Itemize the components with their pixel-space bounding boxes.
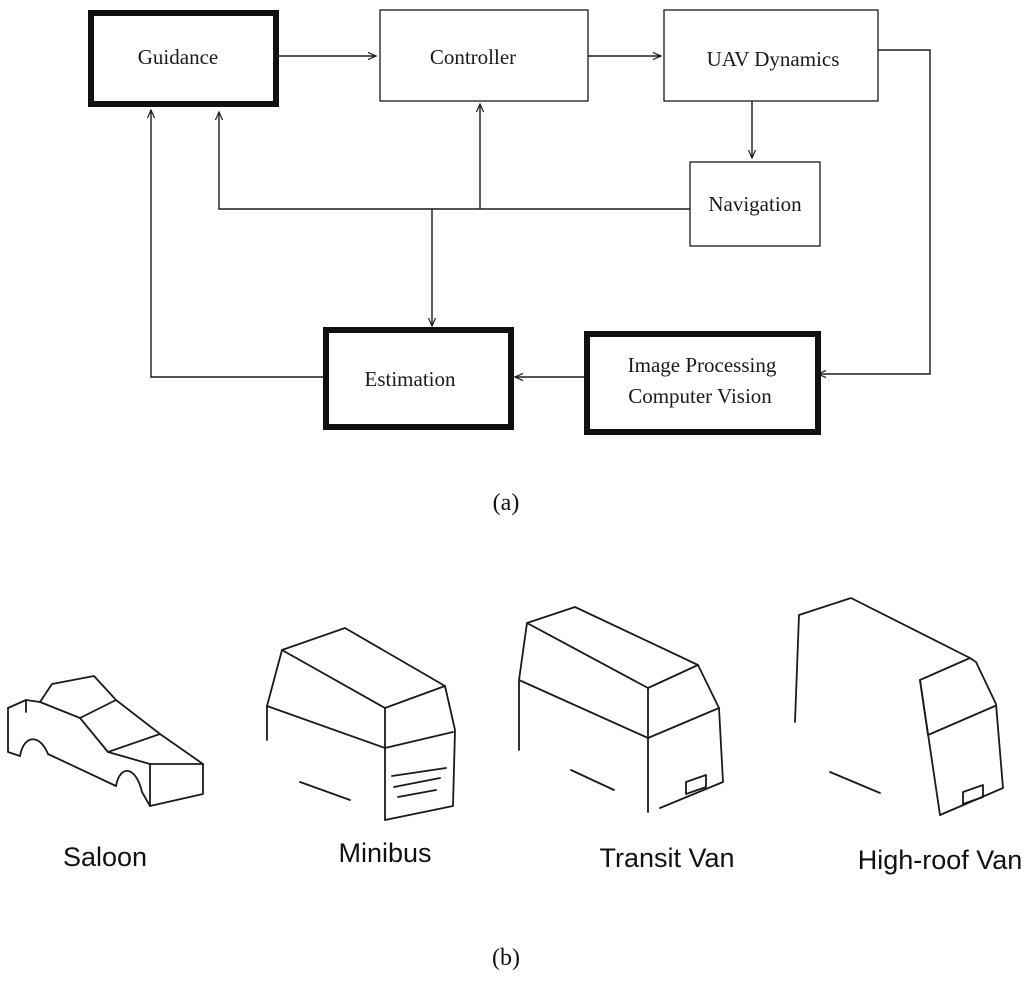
saloon-sketch <box>7 675 204 807</box>
high-roof-van-label: High-roof Van <box>858 845 1023 875</box>
caption-a: (a) <box>493 490 520 516</box>
minibus-sketch <box>266 627 456 821</box>
guidance-box <box>88 10 279 107</box>
block-diagram: Guidance Controller UAV Dynamics Navigat… <box>88 9 931 516</box>
connectors <box>151 49 931 378</box>
arrow-estimation-to-guidance <box>151 110 326 378</box>
uav-dynamics-box <box>663 9 879 102</box>
guidance-label: Guidance <box>138 45 218 69</box>
controller-label: Controller <box>430 45 516 69</box>
minibus-label: Minibus <box>338 838 431 868</box>
estimation-label: Estimation <box>365 367 456 391</box>
estimation-block: Estimation <box>323 327 514 430</box>
caption-b: (b) <box>492 945 520 971</box>
high-roof-van-sketch <box>794 597 1004 816</box>
guidance-block: Guidance <box>88 10 279 107</box>
vehicle-sketches: Saloon Minibus Transit Van High-roof Van… <box>7 597 1023 971</box>
transit-van-sketch <box>518 606 724 813</box>
navigation-feedback-bus <box>219 112 690 210</box>
estimation-box <box>323 327 514 430</box>
uav-dynamics-label: UAV Dynamics <box>707 47 840 71</box>
controller-box <box>379 9 589 102</box>
image-processing-label-line2: Computer Vision <box>628 384 772 408</box>
navigation-label: Navigation <box>708 192 802 216</box>
controller-block: Controller <box>379 9 589 102</box>
image-processing-block: Image Processing Computer Vision <box>584 331 821 435</box>
image-processing-box <box>584 331 821 435</box>
navigation-block: Navigation <box>689 161 821 247</box>
uav-dynamics-block: UAV Dynamics <box>663 9 879 102</box>
transit-van-label: Transit Van <box>599 843 734 873</box>
image-processing-label-line1: Image Processing <box>628 353 777 377</box>
saloon-label: Saloon <box>63 842 147 872</box>
navigation-box <box>689 161 821 247</box>
arrow-uav-dynamics-to-image-processing <box>818 49 931 374</box>
